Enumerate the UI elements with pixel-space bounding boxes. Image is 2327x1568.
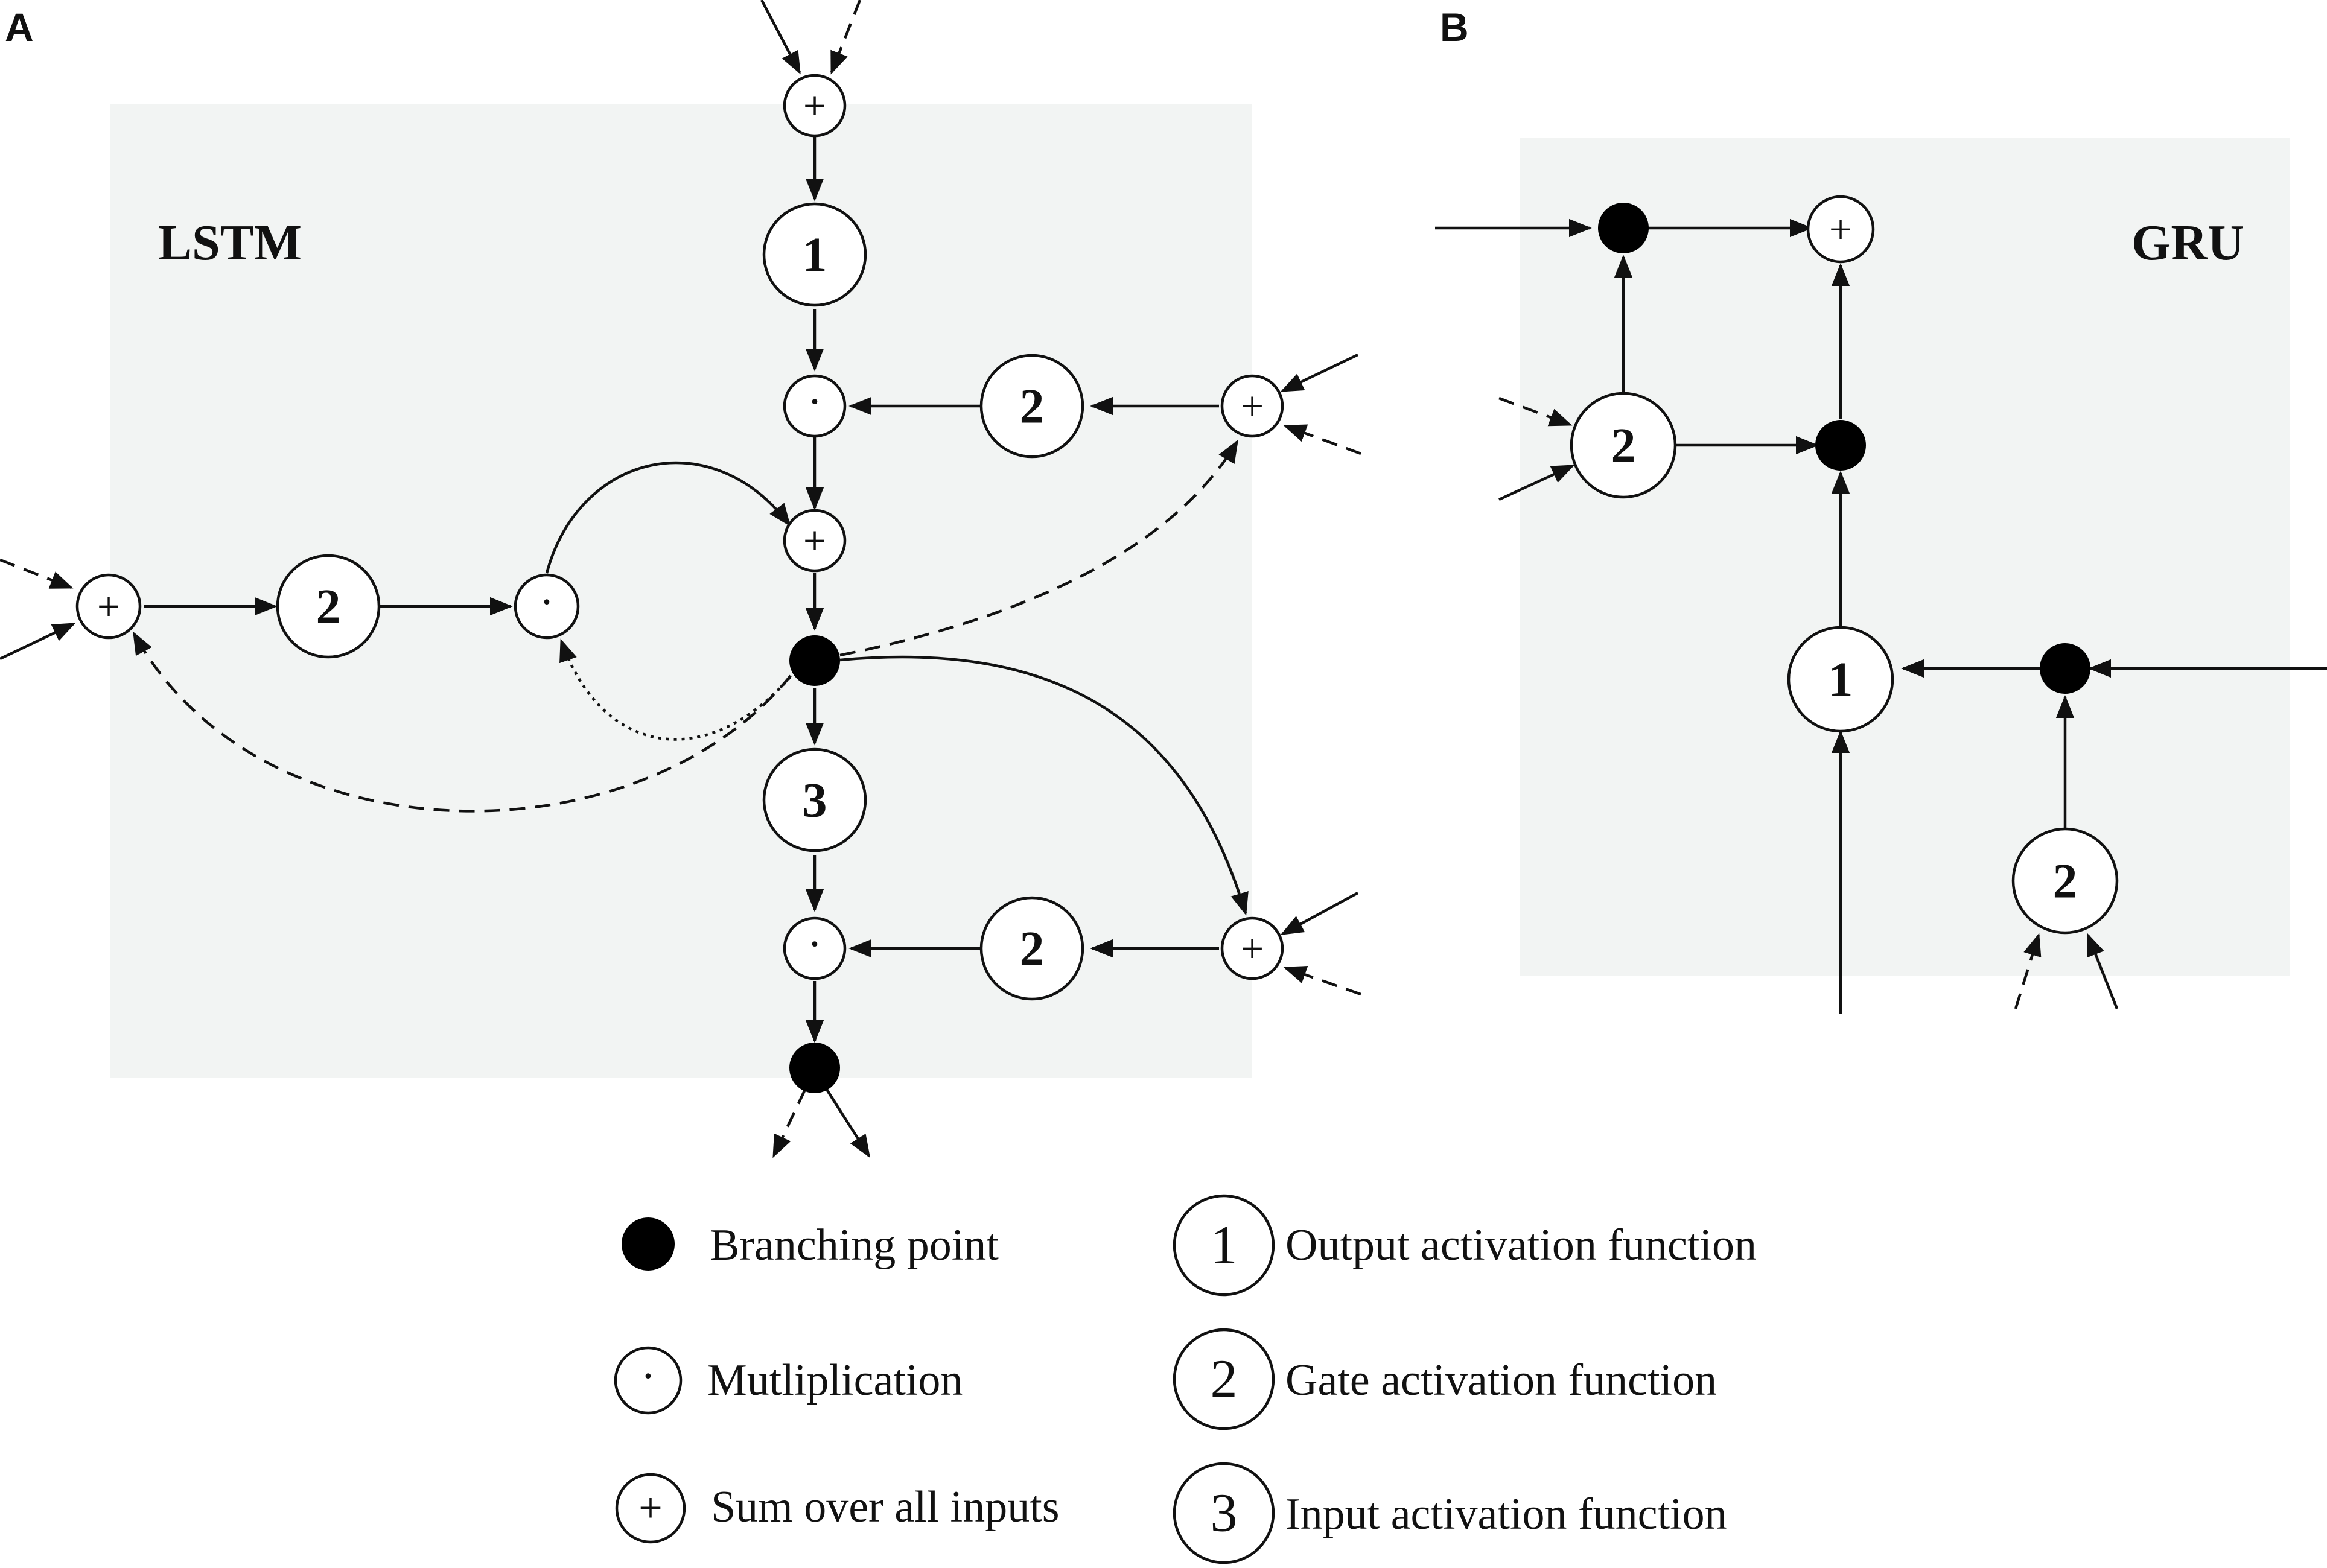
legend-item-multiplication: · Mutliplication xyxy=(614,1346,963,1415)
legend-branching-label: Branching point xyxy=(710,1220,999,1270)
svg-text:2: 2 xyxy=(2053,854,2078,909)
legend: Branching point · Mutliplication + Sum o… xyxy=(614,1194,1757,1564)
svg-text:1: 1 xyxy=(803,227,827,282)
lstm-node-output-activation: 1 xyxy=(762,202,867,307)
svg-text:+: + xyxy=(638,1485,662,1532)
lstm-node-mult-lower: · xyxy=(783,916,847,980)
lstm-node-sum-lower-right: + xyxy=(1220,916,1284,980)
svg-text:2: 2 xyxy=(1020,921,1045,976)
svg-text:2: 2 xyxy=(1211,1350,1238,1409)
svg-text:·: · xyxy=(540,577,555,627)
svg-text:·: · xyxy=(641,1351,656,1401)
lstm-node-sum-upper-right: + xyxy=(1220,374,1284,438)
lstm-node-branching-center xyxy=(789,635,840,686)
gru-node-gate-upper: 2 xyxy=(1570,392,1677,499)
lstm-node-gate-left: 2 xyxy=(276,554,381,659)
gru-node-sum-top: + xyxy=(1806,195,1875,264)
svg-text:3: 3 xyxy=(803,773,827,828)
gru-title: GRU xyxy=(2131,215,2244,271)
panel-label-a: A xyxy=(5,5,34,49)
svg-text:+: + xyxy=(1829,206,1852,252)
legend-output-icon xyxy=(1173,1194,1275,1297)
legend-sum-label: Sum over all inputs xyxy=(711,1482,1060,1532)
gru-node-output-activation: 1 xyxy=(1787,626,1894,733)
gru-node-branching-right xyxy=(2040,643,2090,694)
svg-text:+: + xyxy=(803,518,826,563)
svg-text:3: 3 xyxy=(1211,1484,1238,1543)
svg-text:·: · xyxy=(807,377,823,427)
legend-gate-icon xyxy=(1173,1328,1275,1430)
legend-output-label: Output activation function xyxy=(1285,1220,1757,1270)
panel-label-b: B xyxy=(1440,5,1469,49)
lstm-node-gate-lower: 2 xyxy=(979,896,1084,1001)
gru-connections xyxy=(1435,218,2327,1014)
svg-text:2: 2 xyxy=(1611,418,1636,473)
legend-multiplication-icon xyxy=(614,1346,683,1415)
lstm-node-gate-upper: 2 xyxy=(979,354,1084,459)
svg-text:+: + xyxy=(1241,383,1264,429)
svg-text:+: + xyxy=(1241,925,1264,971)
lstm-node-sum-top: + xyxy=(783,74,847,138)
legend-item-branching: Branching point xyxy=(622,1217,999,1271)
lstm-node-input-activation: 3 xyxy=(762,747,867,852)
gru-node-branching-top xyxy=(1598,203,1649,253)
gru-node-branching-middle xyxy=(1815,420,1866,471)
legend-sum-icon xyxy=(615,1473,686,1544)
lstm-node-sum-left: + xyxy=(75,573,142,640)
lstm-node-mult-left: · xyxy=(514,573,580,640)
svg-text:2: 2 xyxy=(316,579,341,634)
legend-branching-icon xyxy=(622,1217,675,1271)
svg-text:+: + xyxy=(803,83,826,129)
legend-gate-label: Gate activation function xyxy=(1285,1356,1717,1405)
svg-text:+: + xyxy=(97,583,120,629)
legend-input-label: Input activation function xyxy=(1285,1490,1727,1539)
lstm-connections xyxy=(0,0,1361,1158)
svg-text:·: · xyxy=(807,919,823,969)
legend-item-gate-activation: 2 Gate activation function xyxy=(1173,1328,1717,1430)
legend-item-sum: + Sum over all inputs xyxy=(615,1473,1060,1544)
legend-item-input-activation: 3 Input activation function xyxy=(1173,1462,1727,1564)
lstm-node-branching-bottom xyxy=(789,1043,840,1093)
gru-panel-background xyxy=(1520,138,2290,976)
legend-item-output-activation: 1 Output activation function xyxy=(1173,1194,1757,1297)
lstm-node-sum-middle: + xyxy=(783,509,847,573)
svg-text:1: 1 xyxy=(1211,1216,1238,1275)
lstm-title: LSTM xyxy=(158,215,302,271)
legend-multiplication-label: Mutliplication xyxy=(707,1356,963,1405)
legend-input-icon xyxy=(1173,1462,1275,1564)
svg-text:2: 2 xyxy=(1020,379,1045,434)
lstm-node-mult-upper: · xyxy=(783,374,847,438)
svg-text:1: 1 xyxy=(1829,652,1853,707)
gru-node-gate-lower: 2 xyxy=(2011,827,2119,935)
